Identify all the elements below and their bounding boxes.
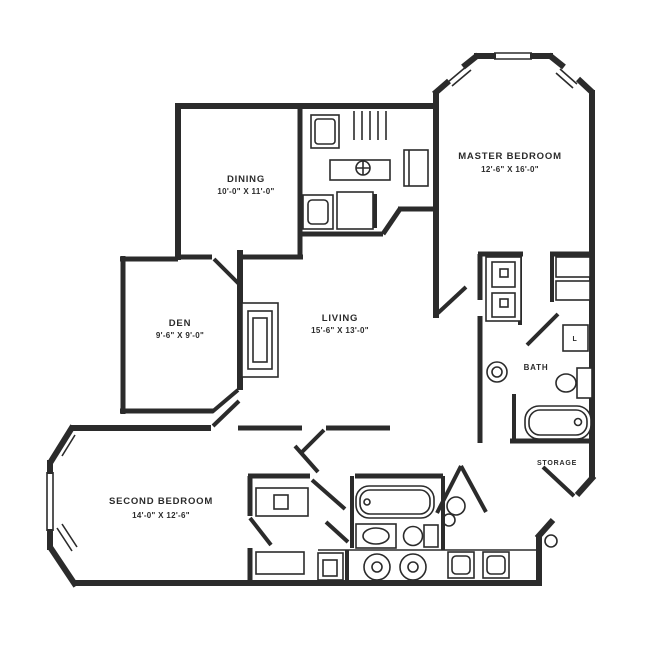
laundry: [317, 551, 510, 581]
second-bath: [255, 485, 439, 575]
toilet-second: [402, 525, 424, 547]
master-closet-box-1: [499, 268, 509, 278]
linen-cabinet: [562, 324, 589, 352]
room-label-master-bedroom: MASTER BEDROOM: [458, 151, 562, 162]
linen-shelf-2: [555, 280, 591, 301]
window-bay2-upper: [56, 430, 76, 457]
washer-inner: [371, 561, 383, 573]
door-front: [541, 465, 576, 498]
door-entry-double: [435, 465, 488, 514]
door-den: [210, 388, 240, 414]
kitchen-sink-cross: [356, 161, 370, 175]
room-label-linen: L: [572, 336, 577, 343]
dryer: [399, 553, 427, 581]
door-dining: [212, 257, 242, 287]
room-dims-master-bedroom: 12'-6" X 16'-0": [481, 165, 539, 174]
window-bay1-left: [447, 65, 472, 87]
fireplace: [241, 302, 279, 378]
pedestal-sink-bowl: [491, 366, 503, 378]
room-label-bath: BATH: [524, 363, 549, 372]
window-bay1-right: [555, 68, 578, 89]
interior-walls: [120, 106, 592, 586]
bathtub-master: [524, 405, 592, 440]
window-bay2-left: [46, 472, 54, 531]
closet2-shelf-2: [255, 551, 305, 575]
master-closet-shelf-1: [491, 261, 516, 288]
wall-chamfer-closet2-b: [324, 520, 350, 544]
toilet-tank-second: [423, 524, 439, 548]
wall-bay1-chamfer-l1: [432, 78, 451, 97]
linen-shelf-1: [555, 256, 591, 278]
window-kitchen: [353, 111, 387, 140]
room-label-den: DEN: [169, 318, 191, 329]
room-label-storage: STORAGE: [537, 460, 577, 467]
bathtub-second-inner: [359, 489, 431, 515]
bathtub-second-drain: [363, 498, 371, 506]
dryer-inner: [407, 561, 419, 573]
room-labels: DINING 10'-0" X 11'-0" DEN 9'-6" X 9'-0"…: [109, 151, 577, 520]
pedestal-sink: [486, 361, 508, 383]
bathtub-master-drain: [573, 417, 583, 427]
stove-inner: [307, 199, 329, 225]
window-bay2-lower: [56, 523, 78, 552]
fireplace-middle: [247, 310, 273, 370]
toilet-master: [555, 373, 577, 393]
entry-sink: [446, 496, 466, 516]
windows: [46, 52, 578, 552]
entry: [442, 496, 466, 527]
door-bath2: [293, 444, 320, 474]
wall-kitchen-step: [380, 207, 403, 236]
master-closet-shelf-2: [491, 292, 516, 318]
bathtub-master-inner: [528, 409, 588, 436]
room-dims-living: 15'-6" X 13'-0": [311, 326, 369, 335]
window-bay1-top: [494, 52, 532, 60]
room-label-dining: DINING: [227, 174, 265, 185]
closet2-shelf-1: [255, 487, 309, 517]
room-label-second-bedroom: SECOND BEDROOM: [109, 496, 213, 507]
room-dims-dining: 10'-0" X 11'-0": [217, 187, 274, 196]
kitchen-cabinet: [336, 191, 374, 230]
bathtub-second: [355, 485, 435, 519]
vanity-second-basin: [362, 527, 390, 545]
laundry-cabinet-inner: [322, 559, 338, 577]
wall-bay1-chamfer-r1: [547, 52, 566, 70]
master-closet-box-2: [499, 298, 509, 308]
fireplace-firebox: [252, 317, 268, 363]
entry-sink-pedestal: [442, 513, 456, 527]
refrigerator: [403, 149, 429, 187]
wall-chamfer-closet2-a: [310, 478, 347, 511]
toilet-tank-master: [576, 367, 593, 399]
dishwasher-inner: [314, 118, 336, 145]
door-knob-symbol: [544, 534, 558, 548]
washer: [363, 553, 391, 581]
room-label-living: LIVING: [322, 313, 358, 324]
wall-bay2-chamfer-low: [47, 545, 79, 588]
door-master-bedroom: [436, 285, 468, 315]
master-bath: [485, 256, 593, 440]
door-master-closet: [525, 312, 560, 347]
room-dims-den: 9'-6" X 9'-0": [156, 331, 204, 340]
door-closet2: [248, 516, 273, 547]
closet2-box: [273, 494, 289, 510]
room-dims-second-bedroom: 14'-0" X 12'-6": [132, 511, 190, 520]
wall-entry-diagonal-upper: [574, 473, 597, 498]
appliance-unit-2-inner: [486, 555, 506, 575]
kitchen: [302, 114, 429, 230]
door-second-bedroom: [211, 399, 241, 428]
door-hall: [300, 428, 326, 454]
appliance-unit-1-inner: [451, 555, 471, 575]
kitchen-counter: [329, 159, 391, 181]
doors: [210, 257, 576, 548]
